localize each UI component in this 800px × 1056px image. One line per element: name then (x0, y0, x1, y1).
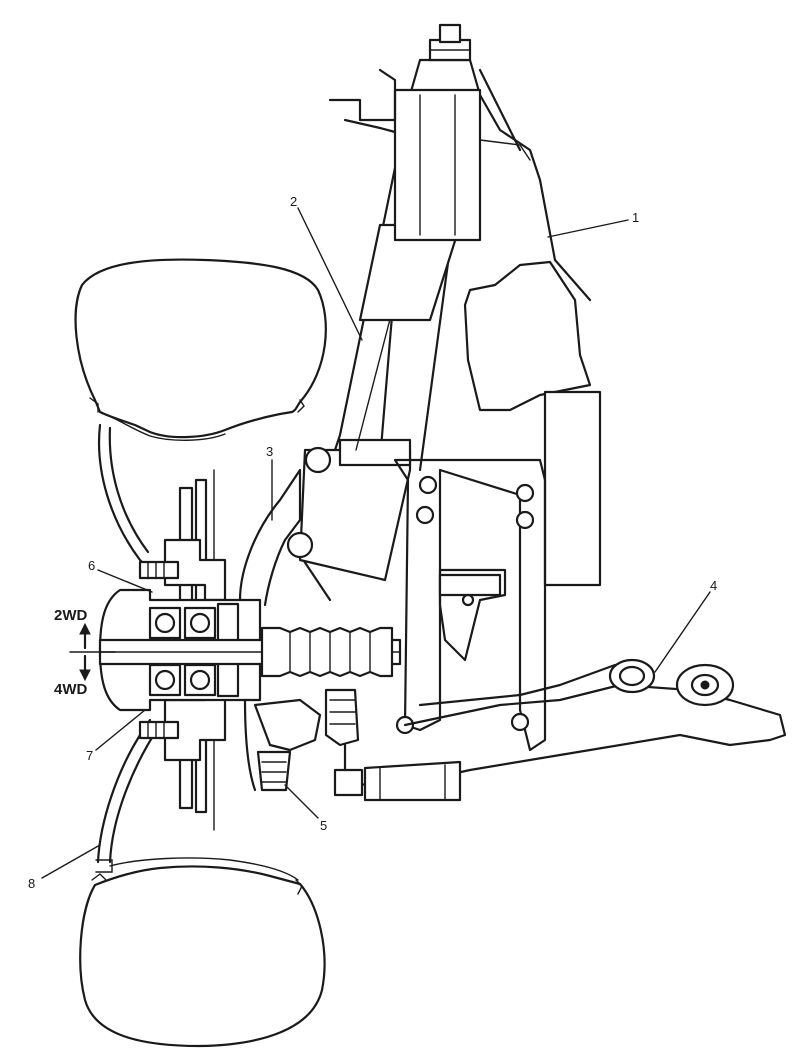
leader-lines (41, 207, 711, 879)
callout-2: 2 (290, 194, 297, 209)
hub-assembly (98, 560, 402, 740)
strut-assembly (286, 23, 592, 602)
tire-upper (74, 258, 327, 441)
callout-7: 7 (86, 748, 93, 763)
callout-1: 1 (632, 210, 639, 225)
callout-4: 4 (710, 578, 717, 593)
label-4wd: 4WD (54, 681, 88, 698)
callout-labels: 1 2 3 4 5 6 7 8 (28, 194, 717, 891)
steering-knuckle (238, 468, 322, 792)
lower-arm (324, 658, 787, 802)
label-2wd: 2WD (54, 607, 88, 624)
linkage-frame (393, 458, 547, 752)
body-panel (463, 260, 602, 587)
callout-3: 3 (266, 444, 273, 459)
wheel-rim (95, 423, 160, 873)
callout-5: 5 (320, 818, 327, 833)
tire-lower (79, 857, 326, 1048)
drive-arrows (69, 622, 116, 682)
callout-8: 8 (28, 876, 35, 891)
callout-6: 6 (88, 558, 95, 573)
